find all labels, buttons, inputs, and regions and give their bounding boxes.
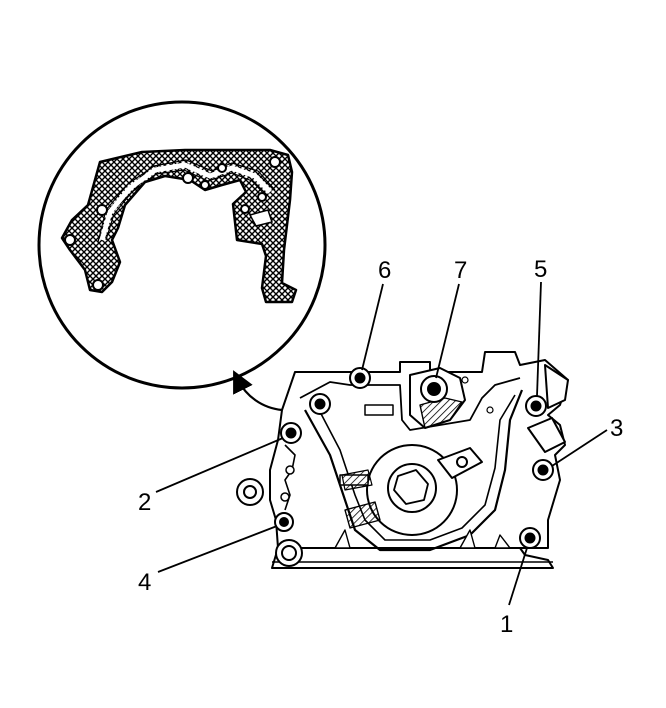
bolt-hole-7 <box>420 375 448 403</box>
callout-labels: 6 7 5 3 2 4 1 <box>138 256 623 638</box>
right-ear-lower <box>527 417 566 453</box>
bolt-hole-2 <box>280 422 302 444</box>
leader-lines <box>155 281 608 606</box>
bolt-hole-1 <box>519 527 541 549</box>
bolt-hole-4 <box>274 512 294 532</box>
callout-6: 6 <box>378 257 391 284</box>
bolt-hole-5 <box>525 395 547 417</box>
gasket <box>60 148 298 304</box>
gasket-holes <box>64 156 281 291</box>
bolt-hole-6 <box>349 367 371 389</box>
detail-arrow <box>233 370 283 412</box>
oil-pump-body <box>236 351 569 569</box>
callout-3: 3 <box>610 415 623 442</box>
callout-1: 1 <box>500 611 513 638</box>
bolt-holes <box>274 367 554 549</box>
callout-7: 7 <box>454 257 467 284</box>
rotor-drive-hex <box>393 469 429 505</box>
gasket-channel-outline <box>97 159 276 243</box>
callout-5: 5 <box>534 256 547 283</box>
bolt-hole-upper-left <box>309 393 331 415</box>
gasket-slot <box>248 209 273 227</box>
right-ear-upper <box>544 364 569 409</box>
bolt-hole-3 <box>532 459 554 481</box>
pump-interior-web <box>299 377 521 431</box>
gasket-channel <box>99 162 272 241</box>
gasket-detail-view <box>37 100 327 390</box>
callout-4: 4 <box>138 569 151 596</box>
callout-2: 2 <box>138 489 151 516</box>
